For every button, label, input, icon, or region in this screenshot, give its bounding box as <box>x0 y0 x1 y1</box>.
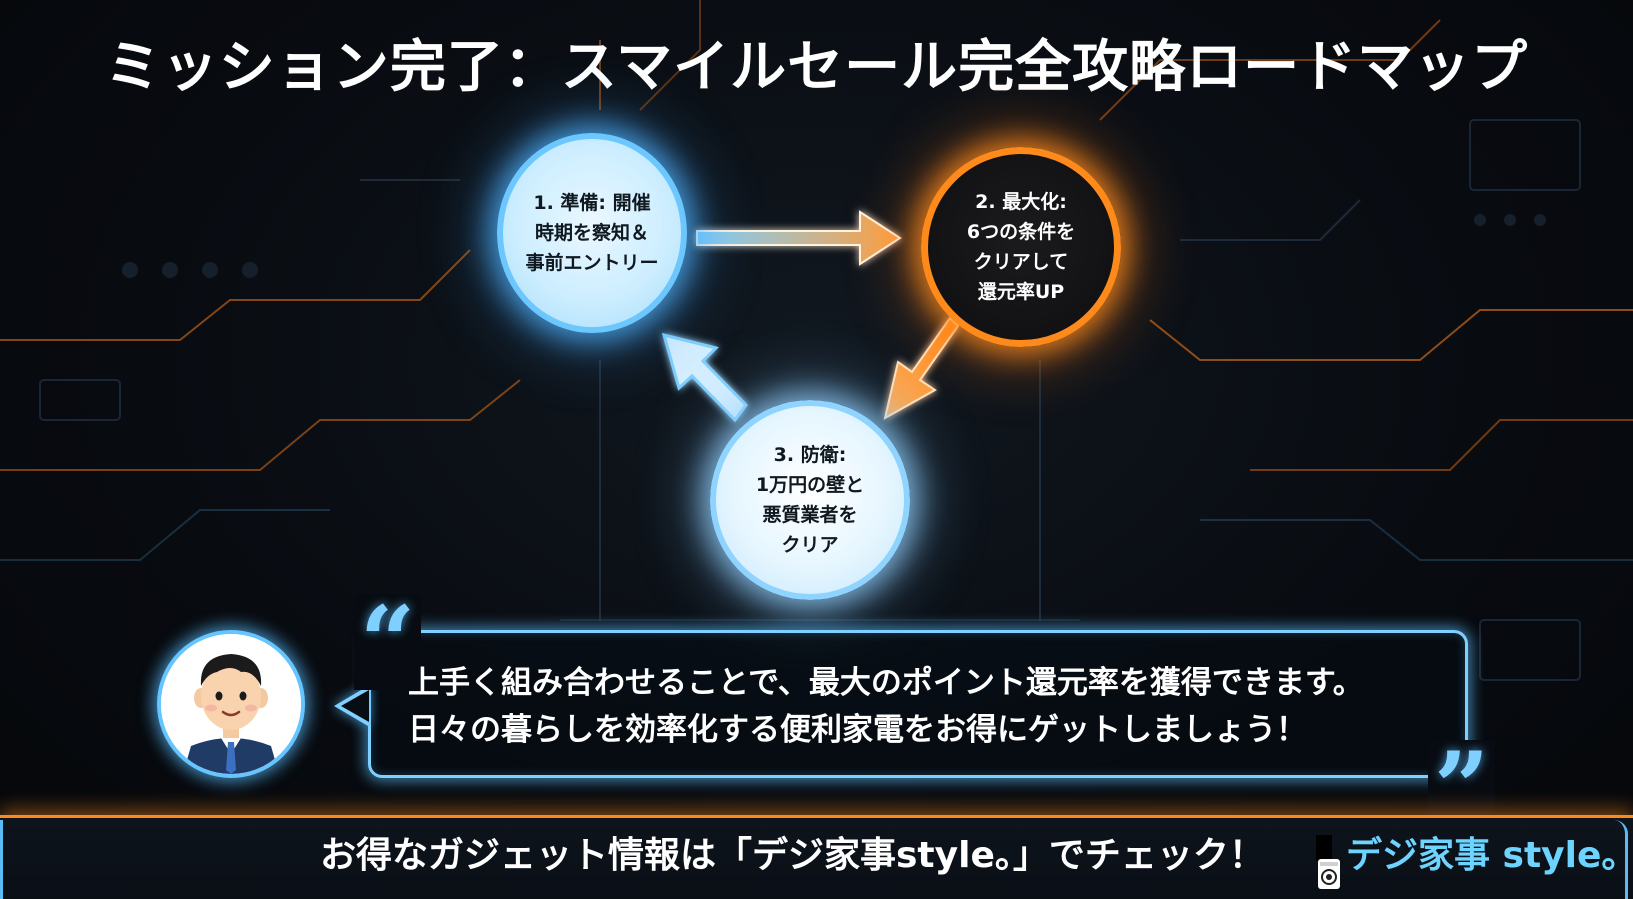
page-title: ミッション完了：スマイルセール完全攻略ロードマップ <box>104 35 1529 100</box>
speech-line-1: 上手く組み合わせることで、最大のポイント還元率を獲得できます。 <box>408 665 1364 701</box>
footer-frame <box>0 820 1628 899</box>
speech-pointer-inner <box>341 690 369 722</box>
businessman-avatar-icon <box>157 630 305 778</box>
roadmap-step-prepare: 1. 準備: 開催 時期を察知＆ 事前エントリー <box>497 133 687 333</box>
arrow-prepare-to-maximize <box>696 210 902 266</box>
footer-bar <box>0 815 1633 899</box>
speech-text: 上手く組み合わせることで、最大のポイント還元率を獲得できます。 日々の暮らしを効… <box>408 660 1428 754</box>
speech-line-2: 日々の暮らしを効率化する便利家電をお得にゲットしましょう！ <box>408 712 1307 748</box>
brand-logo-text: デジ家事 style。 <box>1346 835 1633 876</box>
arrow-defend-to-prepare <box>661 332 748 423</box>
footer-text: お得なガジェット情報は「デジ家事style。」でチェック！ <box>320 835 1265 876</box>
washing-machine-icon <box>1316 835 1340 889</box>
roadmap-step-maximize-label: 2. 最大化: 6つの条件を クリアして 還元率UP <box>966 191 1076 303</box>
roadmap-step-prepare-label: 1. 準備: 開催 時期を察知＆ 事前エントリー <box>525 192 659 274</box>
roadmap-step-defend: 3. 防衛: 1万円の壁と 悪質業者を クリア <box>710 400 910 600</box>
arrow-maximize-to-defend <box>883 316 960 420</box>
roadmap-step-maximize: 2. 最大化: 6つの条件を クリアして 還元率UP <box>921 147 1121 347</box>
quote-open-icon: “ <box>354 594 422 690</box>
roadmap-step-defend-label: 3. 防衛: 1万円の壁と 悪質業者を クリア <box>755 444 865 556</box>
speech-bubble <box>368 630 1468 778</box>
